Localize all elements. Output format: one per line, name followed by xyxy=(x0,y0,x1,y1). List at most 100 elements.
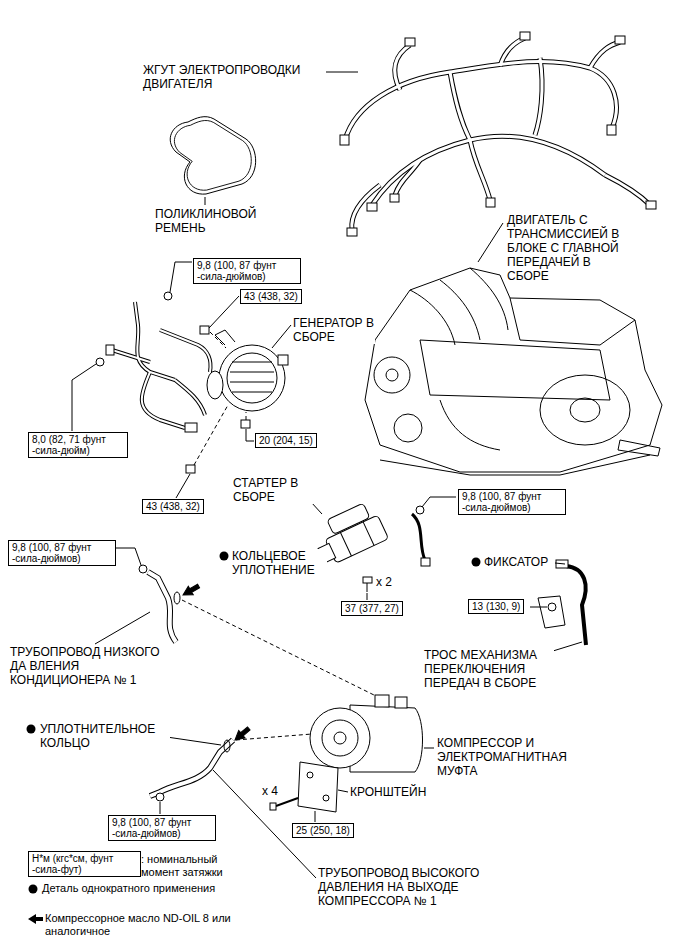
engine-wire-harness xyxy=(347,228,357,236)
part-label: КОЛЬЦЕВОЕ УПЛОТНЕНИЕ xyxy=(232,549,327,577)
engine-transaxle xyxy=(570,398,600,422)
part-label: СТАРТЕР В СБОРЕ xyxy=(233,476,313,504)
leader-line xyxy=(367,593,368,600)
bracket xyxy=(323,795,329,801)
alternator-harness xyxy=(96,292,211,432)
leader-line xyxy=(422,497,456,507)
engine-wire-harness xyxy=(367,203,377,211)
dashed-guide xyxy=(246,412,247,420)
leader-line xyxy=(272,325,291,348)
alternator-harness xyxy=(96,292,197,432)
engine-wire-harness xyxy=(345,38,650,230)
torque-value: 25 (250, 18) xyxy=(296,825,350,836)
torque-value: Н*м (кгс*см, фунт -сила-фут) xyxy=(32,853,137,875)
starter xyxy=(327,503,370,534)
alternator xyxy=(207,371,223,399)
engine-transaxle xyxy=(470,268,508,330)
torque-value: 43 (438, 32) xyxy=(244,291,298,302)
engine-transaxle xyxy=(440,400,500,450)
alternator xyxy=(278,355,288,365)
alternator xyxy=(215,330,235,345)
engine-transaxle xyxy=(365,268,662,475)
bolt xyxy=(200,326,209,334)
engine-wire-harness xyxy=(646,201,656,209)
legend-text: Деталь однократного применения xyxy=(42,882,215,894)
part-label: ТРУБОПРОВОД ВЫСОКОГО ДАВЛЕНИЯ НА ВЫХОДЕ … xyxy=(318,866,503,908)
part-label: ПОЛИКЛИНОВОЙ РЕМЕНЬ xyxy=(155,207,275,235)
shift-cable xyxy=(538,560,586,645)
engine-transaxle xyxy=(420,340,610,400)
single-use-mark xyxy=(29,885,38,894)
part-label: КРОНШТЕЙН xyxy=(350,785,426,799)
torque-box: 43 (438, 32) xyxy=(142,499,204,514)
compressor xyxy=(310,695,423,772)
dashed-guide xyxy=(210,332,226,348)
engine-transaxle xyxy=(394,414,422,442)
starter xyxy=(340,522,374,556)
bolt xyxy=(241,420,250,428)
leader-line xyxy=(478,223,503,262)
low-pressure-pipe xyxy=(148,572,176,642)
single-use-mark xyxy=(27,725,36,734)
starter-bolt xyxy=(367,583,368,592)
engine-wire-harness xyxy=(607,125,616,135)
alternator-harness xyxy=(112,302,211,428)
engine-wire-harness xyxy=(340,32,656,236)
engine-wire-harness xyxy=(615,36,625,44)
engine-transaxle xyxy=(440,280,480,340)
leader-line xyxy=(95,612,150,644)
leader-line xyxy=(209,296,239,328)
bracket xyxy=(298,762,338,812)
engine-transaxle xyxy=(365,268,662,472)
starter-bolt xyxy=(363,577,372,583)
starter-bolt xyxy=(363,577,372,592)
engine-transaxle xyxy=(510,298,635,345)
torque-value: 43 (438, 32) xyxy=(146,501,200,512)
shift-cable xyxy=(556,560,568,568)
legend-box: Н*м (кгс*см, фунт -сила-фут) xyxy=(28,851,141,877)
leader-line xyxy=(72,364,96,431)
engine-wire-harness xyxy=(405,38,415,46)
torque-box: 8,0 (82, 71 фунт -сила-дюйм) xyxy=(28,432,128,458)
alternator xyxy=(227,353,277,403)
shift-cable xyxy=(566,566,586,645)
bolt xyxy=(186,326,250,473)
torque-box: 9,8 (100, 87 фунт -сила-дюймов) xyxy=(458,489,566,515)
starter xyxy=(416,506,424,514)
bracket xyxy=(276,798,298,806)
alternator-harness xyxy=(112,302,211,428)
low-pressure-pipe xyxy=(139,565,147,573)
torque-value: 37 (377, 27) xyxy=(345,603,399,614)
torque-box: 9,8 (100, 87 фунт -сила-дюймов) xyxy=(193,258,301,284)
bracket xyxy=(307,772,313,778)
engine-wire-harness xyxy=(486,198,495,207)
legend-entry: Деталь однократного применения xyxy=(42,882,215,895)
leader-line xyxy=(170,262,192,292)
leader-line xyxy=(176,474,190,498)
v-ribbed-belt xyxy=(170,117,255,194)
engine-wire-harness xyxy=(390,194,399,202)
leader-line xyxy=(555,563,565,564)
torque-value: 8,0 (82, 71 фунт -сила-дюйм) xyxy=(32,434,124,456)
starter xyxy=(412,514,425,560)
single-use-mark xyxy=(472,558,481,567)
low-pressure-pipe xyxy=(174,592,180,604)
alternator xyxy=(207,330,288,411)
engine-wire-harness xyxy=(340,135,349,145)
alternator-harness xyxy=(164,292,172,300)
starter xyxy=(421,558,430,566)
leader-line xyxy=(326,72,358,73)
v-ribbed-belt xyxy=(174,121,251,191)
torque-box: 43 (438, 32) xyxy=(240,289,302,304)
low-pressure-pipe xyxy=(148,572,176,642)
torque-value: 13 (130, 9) xyxy=(472,601,520,612)
alternator-harness xyxy=(106,345,114,355)
engine-transaxle xyxy=(618,440,660,456)
bolt xyxy=(186,465,195,473)
torque-box: 9,8 (100, 87 фунт -сила-дюймов) xyxy=(108,815,216,841)
engine-wire-harness xyxy=(345,38,650,230)
oil-arrow-mark xyxy=(28,914,43,924)
low-pressure-pipe xyxy=(181,582,202,600)
leader-line xyxy=(530,607,547,608)
shift-cable xyxy=(538,596,565,628)
